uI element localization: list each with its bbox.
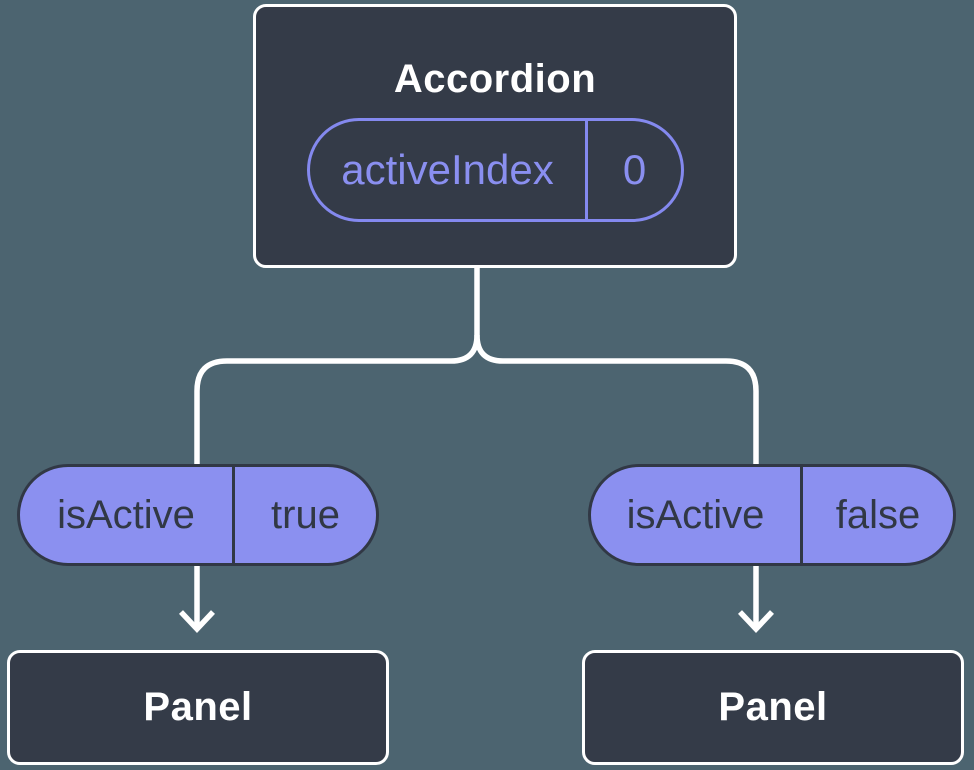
accordion-node: Accordion activeIndex 0 xyxy=(253,4,737,268)
connector-branch-left xyxy=(194,334,480,468)
arrow-down-right-icon xyxy=(737,610,775,634)
accordion-node-title: Accordion xyxy=(393,57,597,101)
state-pill: activeIndex 0 xyxy=(307,118,684,222)
prop-pill-right-value: false xyxy=(835,492,921,537)
panel-node-right-title: Panel xyxy=(718,685,828,729)
panel-node-left: Panel xyxy=(7,650,389,765)
prop-pill-left-name: isActive xyxy=(20,467,235,563)
prop-pill-left-value: true xyxy=(271,492,340,537)
arrow-down-left-icon xyxy=(178,610,216,634)
panel-node-right: Panel xyxy=(582,650,964,765)
panel-node-left-title: Panel xyxy=(143,685,253,729)
prop-pill-left: isActive true xyxy=(17,464,379,566)
state-pill-value: 0 xyxy=(622,146,647,193)
prop-pill-right: isActive false xyxy=(588,464,956,566)
prop-pill-right-name: isActive xyxy=(591,467,803,563)
state-pill-name: activeIndex xyxy=(310,121,588,219)
connector-branch-right xyxy=(474,334,759,468)
